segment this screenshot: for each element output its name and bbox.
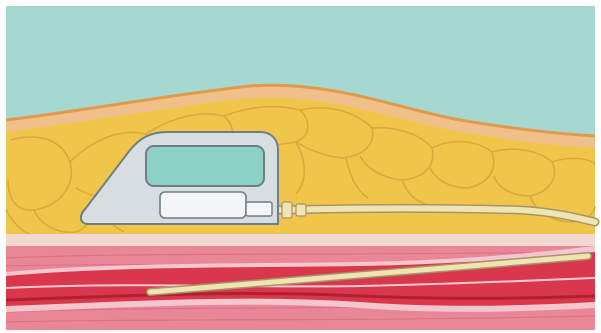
port-septum	[146, 146, 264, 186]
connector-collar	[282, 202, 292, 218]
connector-collar	[296, 204, 306, 216]
port-reservoir	[160, 192, 246, 218]
port-outlet-stem	[246, 202, 272, 216]
fascia-band	[6, 234, 595, 248]
